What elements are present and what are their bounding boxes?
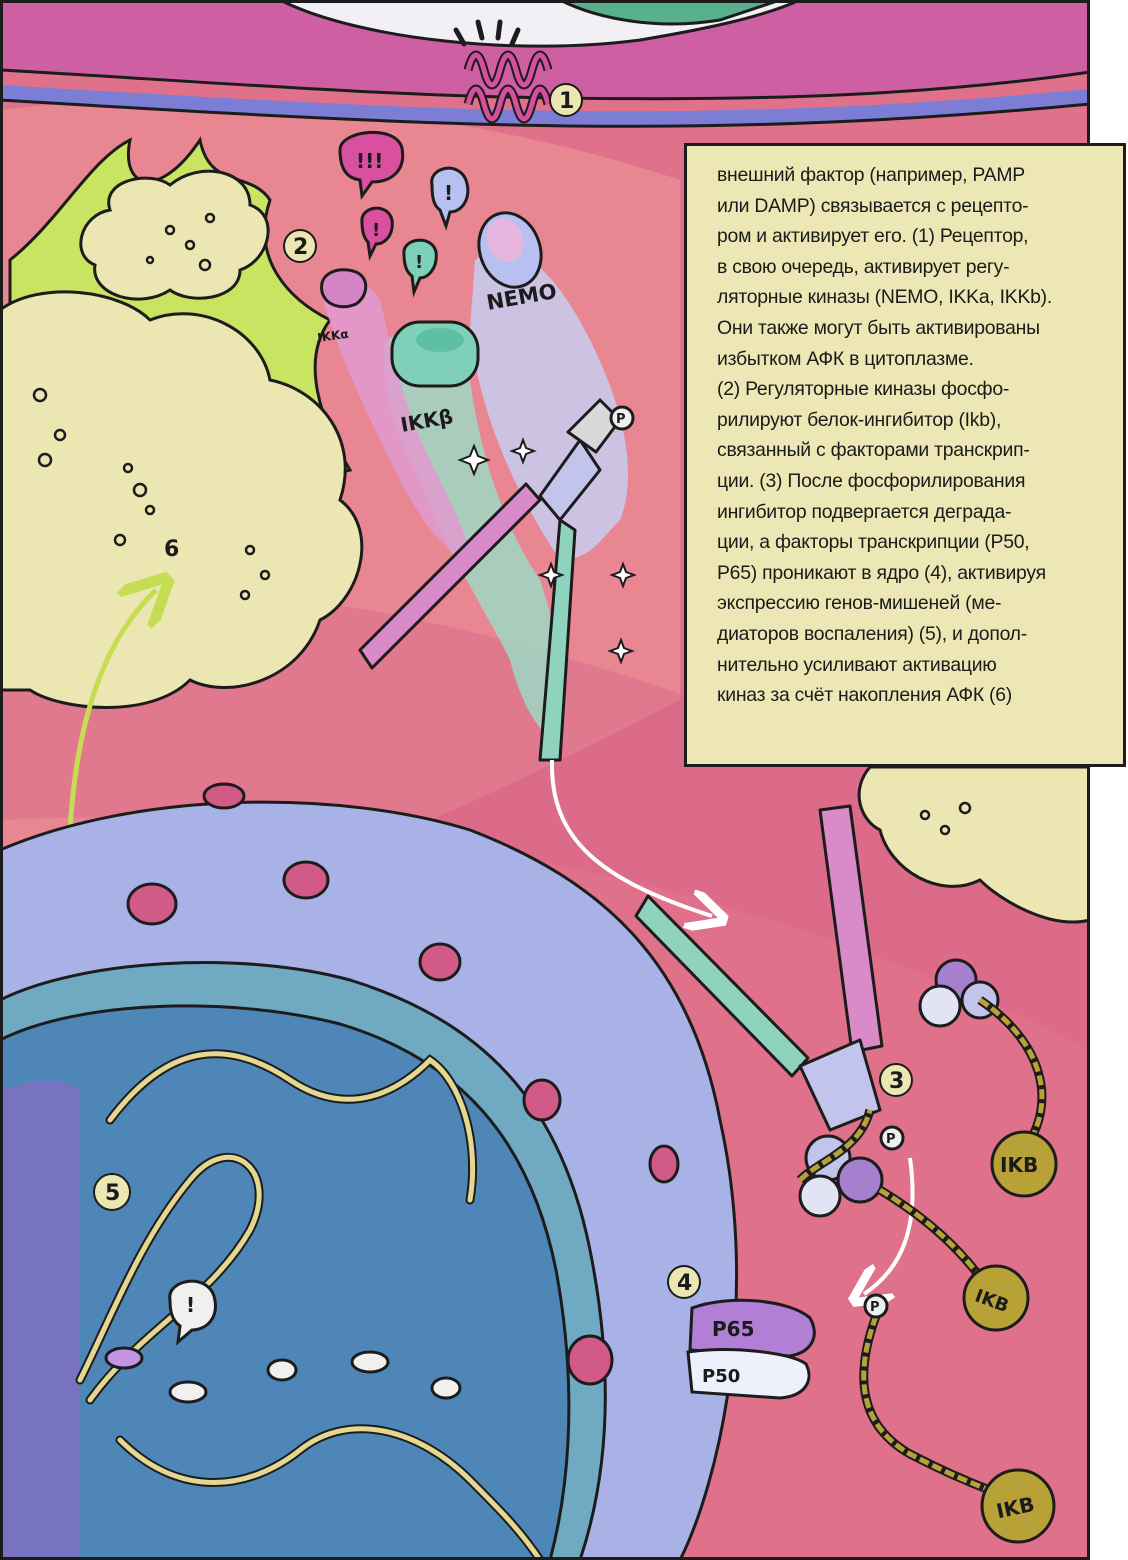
caption-line: ром и активирует его. (1) Рецептор, bbox=[717, 221, 1107, 252]
bubble-triple-exclaim: !!! bbox=[356, 149, 383, 173]
step-marker-6: 6 bbox=[164, 537, 179, 562]
caption-line: внешний фактор (например, PAMP bbox=[717, 160, 1107, 191]
caption-line: нительно усиливают активацию bbox=[717, 650, 1107, 681]
caption-line: в свою очередь, активирует регу- bbox=[717, 252, 1107, 283]
caption-line: P65) проникают в ядро (4), активируя bbox=[717, 558, 1107, 589]
svg-text:2: 2 bbox=[293, 235, 308, 260]
gene-alarm-exclaim: ! bbox=[186, 1293, 195, 1317]
svg-text:P: P bbox=[616, 412, 626, 427]
svg-text:P: P bbox=[870, 1300, 880, 1315]
caption-line: избытком АФК в цитоплазме. bbox=[717, 344, 1107, 375]
caption-line: ции, а факторы транскрипции (P50, bbox=[717, 527, 1107, 558]
step-marker-1: 1 bbox=[550, 84, 582, 116]
label-p50: P50 bbox=[702, 1366, 740, 1387]
label-ikb-1: IKB bbox=[1000, 1153, 1038, 1177]
caption-line: связанный с факторами транскрип- bbox=[717, 435, 1107, 466]
caption-line: киназ за счёт накопления АФК (6) bbox=[717, 680, 1107, 711]
phospho-tag-pliers: P bbox=[611, 407, 633, 429]
ikkb-highlight bbox=[416, 328, 464, 352]
step-marker-4: 4 bbox=[668, 1266, 700, 1298]
caption-line: диаторов воспаления) (5), и допол- bbox=[717, 619, 1107, 650]
svg-text:1: 1 bbox=[559, 89, 574, 114]
bubble-exclaim-1: ! bbox=[444, 181, 453, 205]
svg-text:3: 3 bbox=[889, 1069, 904, 1094]
nucleus-inner-left bbox=[0, 1081, 80, 1560]
svg-text:5: 5 bbox=[105, 1181, 120, 1206]
label-p65: P65 bbox=[712, 1317, 755, 1341]
caption-line: ляторные киназы (NEMO, IKKa, IKKb). bbox=[717, 282, 1107, 313]
caption-line: экспрессию генов-мишеней (ме- bbox=[717, 588, 1107, 619]
step-marker-2: 2 bbox=[284, 230, 316, 262]
caption-line: или DAMP) связывается с рецепто- bbox=[717, 191, 1107, 222]
caption-line: Они также могут быть активированы bbox=[717, 313, 1107, 344]
step-marker-3: 3 bbox=[880, 1064, 912, 1096]
caption-line: (2) Регуляторные киназы фосфо- bbox=[717, 374, 1107, 405]
svg-text:6: 6 bbox=[164, 537, 179, 562]
caption-line: ции. (3) После фосфорилирования bbox=[717, 466, 1107, 497]
caption-box: внешний фактор (например, PAMP или DAMP)… bbox=[684, 143, 1126, 767]
phospho-tag-chain: P bbox=[865, 1295, 887, 1317]
step-marker-5: 5 bbox=[94, 1174, 130, 1210]
ikka-kinase bbox=[322, 270, 366, 307]
svg-text:4: 4 bbox=[677, 1271, 692, 1296]
caption-line: ингибитор подвергается деграда- bbox=[717, 497, 1107, 528]
svg-text:P: P bbox=[886, 1132, 896, 1147]
phospho-tag-complex: P bbox=[881, 1127, 903, 1149]
bubble-exclaim-3: ! bbox=[415, 252, 423, 273]
caption-line: рилируют белок-ингибитор (Ikb), bbox=[717, 405, 1107, 436]
bubble-exclaim-2: ! bbox=[372, 220, 380, 241]
